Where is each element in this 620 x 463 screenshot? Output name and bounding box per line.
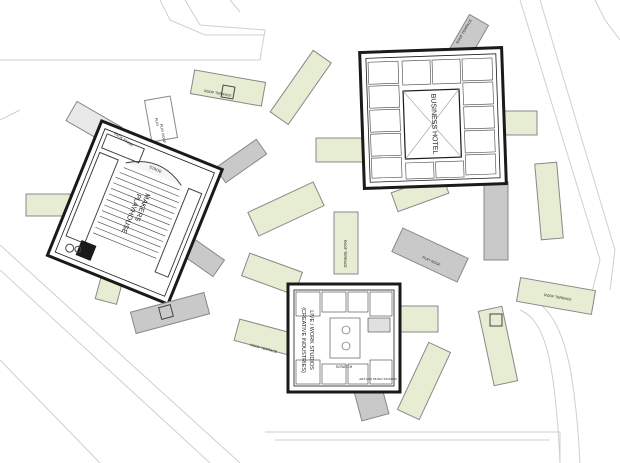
roof-terrace-2-label: ROOF TERRACE: [343, 240, 347, 268]
green-roof: [247, 181, 325, 237]
play-roof-2-label: PLAY ROOF: [159, 123, 166, 143]
grey-roof-small: [129, 291, 211, 335]
studios-name: LIVE / WORK STUDIOS: [308, 310, 314, 370]
wing-rect: [214, 138, 268, 184]
wing-rect: [143, 95, 179, 143]
hotel-rooms: [367, 57, 497, 180]
roof-terrace-3-label: ROOF TERRACE: [544, 293, 573, 302]
studios-building: LIVE / WORK STUDIOS (CREATIVE INDUSTRIES…: [233, 211, 439, 422]
stage-label: STAGE: [148, 164, 162, 174]
green-roof: [477, 305, 519, 387]
playhouse-building: MAKERS PLAYHOUSE STAGE PLAY BACK STAGE: [25, 95, 268, 306]
wing-rect: [397, 305, 439, 333]
stage-curve: [125, 161, 182, 186]
hotel-building: BUSINESS HOTEL: [269, 13, 564, 261]
studios-art-label: ART AND MUSIC STUDIOS: [359, 377, 397, 381]
side-rooms: [65, 151, 119, 245]
hotel-name: BUSINESS HOTEL: [429, 94, 438, 155]
green-roof: [396, 341, 452, 421]
roof-terrace-1-label: ROOF TERRACE: [204, 89, 233, 98]
play-roof-1-label: PLAY ROOF: [422, 255, 442, 267]
roof-terrace-4-label: ROOF TERRACE: [250, 343, 278, 354]
wing-rect: [333, 211, 359, 275]
terraces: ROOF TERRACE PLAY ROOF ROOF TERRACE ROOF…: [129, 18, 597, 421]
studio-rooms: [295, 291, 393, 385]
play-label: PLAY: [154, 117, 160, 127]
play-roof: [391, 227, 469, 283]
wing-rect: [534, 161, 564, 241]
studios-outline: [286, 282, 402, 394]
roof-terrace-top: [189, 69, 267, 107]
studios-scratch-label: SCRATCH: [336, 365, 353, 369]
wing-rect: [269, 49, 332, 126]
studios-name-2: (CREATIVE INDUSTRIES): [300, 307, 306, 373]
auditorium-seating: [93, 167, 180, 259]
wing-rect: [483, 181, 509, 261]
roof-terrace-right: [515, 277, 597, 315]
